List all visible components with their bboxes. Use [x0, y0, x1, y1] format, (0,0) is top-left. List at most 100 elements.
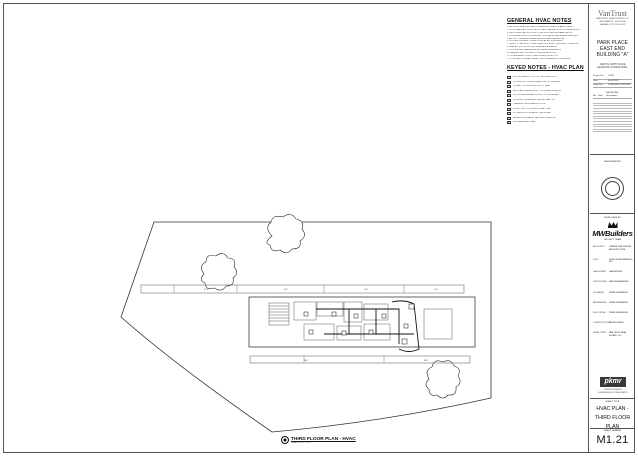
- sheet-title-line-2: THIRD FLOOR: [594, 415, 631, 421]
- general-note-item: 5. ALL DUCT DIMENSIONS ARE INSIDE CLEAR …: [507, 37, 565, 40]
- general-note-item: 7. REFER TO ARCHITECTURAL PLANS FOR EXAC…: [507, 43, 579, 46]
- consultant-name: LANDWORKS: [609, 271, 623, 274]
- consultant-name: PHELPS ENGINEERING, INC.: [609, 258, 633, 264]
- owner-line-3: KANSAS CITY, MO 64112: [599, 23, 626, 26]
- consultant-row: PLUMBING:PKMR ENGINEERS: [593, 292, 633, 295]
- consultant-role: MECHANICAL:: [593, 301, 608, 304]
- general-note-item: 8. SEAL ALL DUCTWORK PER SMACNA STANDARD…: [507, 46, 558, 49]
- address-line-1: 11520 W. 119TH PLACE: [599, 63, 626, 67]
- keyed-note-number: 2: [507, 80, 511, 84]
- consultant-name: VAN TRUST REAL ESTATE, LLC: [609, 331, 627, 337]
- info-row: Date:06.09.2017: [593, 80, 632, 84]
- consultant-name: SME ENGINEERING: [609, 281, 629, 284]
- revision-lines: [593, 101, 632, 133]
- keyed-note-number: 3: [507, 85, 511, 89]
- tree-top: [266, 214, 305, 254]
- keyed-note-number: 9: [507, 112, 511, 116]
- info-row: Issued for: CONSTRUCTION SET: [593, 84, 632, 88]
- sheet-title-label: SHEET TITLE: [605, 401, 620, 403]
- keyed-note-text: PROVIDE CONDENSATE PUMP AT FAN COIL.: [513, 98, 556, 101]
- consultant-name: PKMR ENGINEERS: [609, 301, 628, 304]
- consultant-role: LANDSCAPE:: [593, 271, 607, 274]
- general-note-item: 6. PROVIDE FLEXIBLE CONNECTIONS AT ALL E…: [507, 40, 563, 43]
- sheet-number-label: SHEET NUMBER: [603, 430, 622, 432]
- info-value: 06.09.2017: [608, 79, 619, 82]
- tree-left: [200, 253, 238, 291]
- svg-text:3C4: 3C4: [434, 289, 439, 291]
- consultant-role: CIVIL:: [593, 258, 599, 261]
- project-name: PARK PLACE EAST END BUILDING "A": [590, 40, 635, 58]
- sheet-title-line-1: HVAC PLAN -: [596, 406, 629, 412]
- info-value: 17081: [608, 75, 615, 78]
- site-boundary: [120, 221, 492, 433]
- general-note-item: 3. FIELD VERIFY ALL EXISTING CONDITIONS …: [507, 31, 573, 34]
- keyed-note-number: 8: [507, 107, 511, 111]
- keyed-note-number: 1: [507, 76, 511, 80]
- section-marker-icon: [281, 436, 289, 444]
- consultant-row: STRUCTURAL:SME ENGINEERING: [593, 281, 633, 284]
- builder-block: DEVELOPED BY MWBuilders PROJECT TEAM: [590, 215, 635, 241]
- keyed-note-number: 6: [507, 98, 511, 102]
- keyed-note-text: TRANSFER GRILLE ABOVE DOOR.: [513, 103, 546, 106]
- pkmr-logo: pkmr: [600, 377, 626, 387]
- title-block: VanTrust VAN TRUST REAL ESTATE, LLC 4900…: [590, 4, 635, 452]
- keyed-note-text: ROUTE EXHAUST DUCT UP THROUGH ROOF.: [513, 76, 557, 79]
- owner-logo: VanTrust VAN TRUST REAL ESTATE, LLC 4900…: [590, 9, 635, 26]
- diffusers: [303, 303, 415, 345]
- consultant-row: MECHANICAL:PKMR ENGINEERS: [593, 302, 633, 305]
- pkmr-subtitle: PKMR ENGINEERS ENGINEERING CONSULTANTS: [593, 389, 633, 394]
- plan-title-text: THIRD FLOOR PLAN - HVAC: [291, 436, 356, 442]
- builder-name: MWBuilders: [592, 229, 633, 238]
- corridor-top: [140, 284, 465, 294]
- sheet-title-line-3: PLAN: [605, 424, 620, 430]
- general-note-item: 1. ALL WORK SHALL BE IN ACCORDANCE WITH …: [507, 26, 574, 28]
- general-notes-title: GENERAL HVAC NOTES: [507, 18, 572, 24]
- info-label: Issued for:: [593, 83, 604, 86]
- consultant-name: MW BUILDERS: [609, 321, 624, 324]
- corridor-bottom: [249, 355, 471, 364]
- project-info-table: Project No.:17081 Date:06.09.2017 Issued…: [593, 75, 632, 88]
- info-label: Project No.:: [593, 75, 605, 78]
- consultant-row: CONSTRUCTION:MW BUILDERS: [593, 322, 633, 325]
- keyed-note-text: RELOCATE THERMOSTAT, COORDINATE W/ ARCH.: [513, 89, 562, 92]
- consultant-row: DEVELOPER:VAN TRUST REAL ESTATE, LLC: [593, 332, 633, 337]
- general-note-item: 12. CONTRACTOR SHALL SUBMIT SHOP DRAWING…: [507, 57, 571, 60]
- consultant-row: ELECTRICAL:PKMR ENGINEERS: [593, 312, 633, 315]
- engineer-seal-icon: [601, 177, 624, 200]
- svg-text:3C1: 3C1: [204, 289, 209, 291]
- general-notes-list: 1. ALL WORK SHALL BE IN ACCORDANCE WITH …: [507, 26, 587, 60]
- consultants-list: ARCHITECT:PRAIRIE FIRE DESIGN ARCHITECTU…: [593, 246, 633, 345]
- owner-line-1: VAN TRUST REAL ESTATE, LLC: [596, 18, 629, 20]
- sheet-title-block: SHEET TITLE HVAC PLAN - THIRD FLOOR PLAN: [590, 398, 635, 430]
- pkmr-sub-line-1: PKMR ENGINEERS: [603, 389, 623, 391]
- project-address: 11520 W. 119TH PLACE LEAWOOD, KANSAS 662…: [590, 63, 635, 69]
- keyed-note-text: BATHROOM EXHAUST FAN, SEE SCHEDULE.: [513, 116, 556, 119]
- rev-no-header: No.: [593, 95, 597, 97]
- consultant-role: ARCHITECT:: [593, 246, 606, 248]
- keyed-note-text: UNIT HEATER AT STAIR.: [513, 121, 536, 124]
- consultant-name: PRAIRIE FIRE DESIGN ARCHITECTURE: [609, 246, 632, 251]
- project-line-3: BUILDING "A": [596, 52, 629, 59]
- rev-desc-header: Description: [606, 95, 617, 97]
- keyed-note-text: DRYER VENT TO EXTERIOR WALL CAP.: [513, 107, 551, 110]
- info-row: Project No.:17081: [593, 75, 632, 80]
- consultant-role: PLUMBING:: [593, 291, 605, 294]
- project-team-label: PROJECT TEAM: [604, 239, 621, 241]
- consultant-role: STRUCTURAL:: [593, 281, 608, 284]
- keyed-note-text: CONNECT TO EXISTING SUPPLY MAIN.: [513, 85, 551, 88]
- building-outline: [248, 296, 476, 348]
- svg-text:3C2: 3C2: [284, 289, 289, 291]
- info-value: CONSTRUCTION SET: [608, 83, 631, 86]
- revisions-title: REVISIONS: [606, 92, 619, 94]
- consultant-role: DEVELOPER:: [593, 331, 607, 334]
